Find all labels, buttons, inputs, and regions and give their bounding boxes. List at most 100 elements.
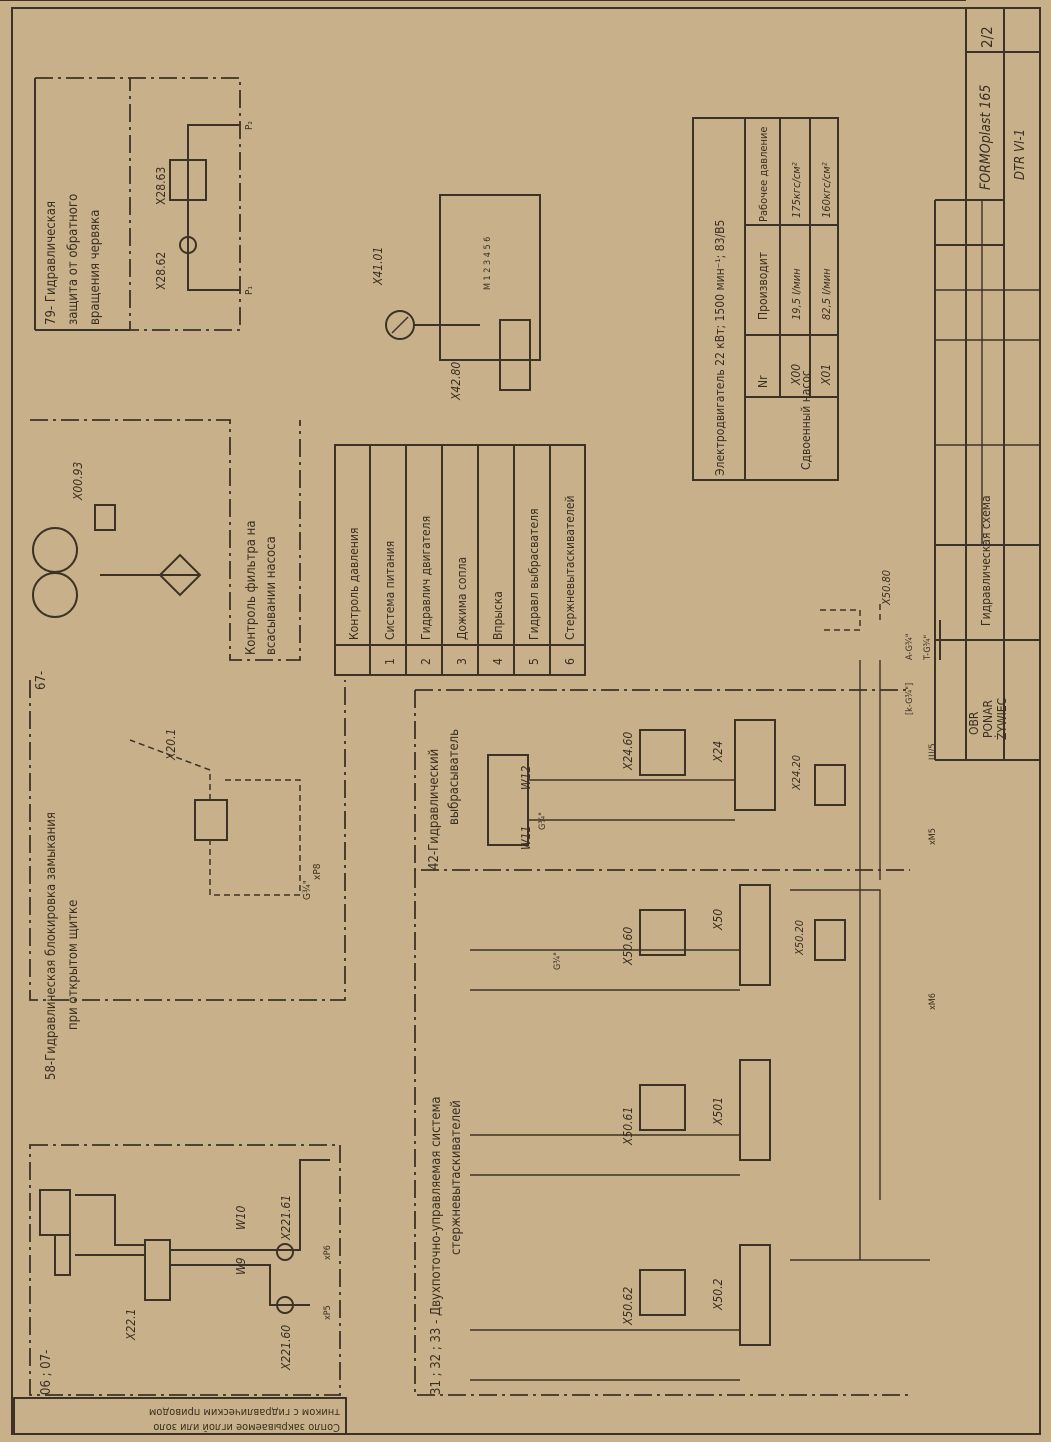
pump-name: Сдвоенный насос <box>799 370 813 470</box>
row-number: 6 <box>563 658 577 665</box>
component-label: X50.60 <box>621 927 635 966</box>
sheet-number: 2/2 <box>978 26 996 48</box>
section-caption: всасывании насоса <box>264 536 279 655</box>
row-label: Стержневытаскивателей <box>563 496 577 641</box>
port-label: G¾" <box>538 812 548 830</box>
pump-icon <box>32 527 78 573</box>
section-title: при открытом щитке <box>66 900 81 1030</box>
section-06-07-nozzle: 06 ; 07- X22.1 W9 W10 X221.60 X221.61 xP… <box>29 1144 341 1396</box>
port-label: M 1 2 3 4 5 6 <box>483 237 493 290</box>
pump-pressure: 160кгс/см² <box>820 162 833 218</box>
section-67-filter-control: X00.93 Контроль фильтра на всасывании на… <box>30 419 301 690</box>
pressure-switch-icon <box>94 504 116 531</box>
section-58-closing-interlock: 58-Гидравлическая блокировка замыкания п… <box>29 680 346 1080</box>
manufacturer-line: OBR <box>967 711 981 735</box>
section-title: 67- <box>34 671 49 690</box>
component-label: X24.20 <box>790 755 803 791</box>
port-label: xP5 <box>323 1305 333 1320</box>
caption-line: Сопло закрываемое иглой или золо <box>153 1421 340 1434</box>
pump-table: Электродвигатель 22 кВт; 1500 мин⁻¹; 83/… <box>692 117 839 481</box>
header-pressure: Рабочее давление <box>757 126 770 222</box>
section-title: вращения червяка <box>88 210 103 325</box>
section-title: защита от обратного <box>66 194 81 325</box>
component-label: X24 <box>711 741 725 763</box>
section-title: 42-Гидравлический <box>427 749 442 870</box>
component-label: X24.60 <box>621 732 635 771</box>
row-label: Гидравл выбрасвателя <box>527 509 541 640</box>
pressure-control-table: Контроль давления 1 Система питания 2 Ги… <box>334 444 586 676</box>
port-label: Ш/5 <box>928 743 938 760</box>
pressure-gauge-selector: X41.01 X42.80 M 1 2 3 4 5 6 <box>371 194 541 401</box>
port-label: xM5 <box>928 828 938 845</box>
header-nr: Nr <box>756 375 770 388</box>
pump-nr: X00 <box>789 364 803 386</box>
port-label: P₂ <box>244 121 255 130</box>
component-label: X20.1 <box>164 729 178 761</box>
component-label: X50.80 <box>880 570 893 606</box>
section-title: 79- Гидравлическая <box>44 201 59 325</box>
port-label: G¾" <box>553 952 563 970</box>
header-flow: Производит <box>756 252 770 320</box>
port-label: T-G¾" <box>923 635 933 661</box>
ejector-cylinder-icon <box>487 754 529 846</box>
drawing-name: Гидравлическая схема <box>979 495 993 626</box>
pressure-valve-icon <box>814 764 846 806</box>
component-label: X50.62 <box>621 1287 635 1326</box>
component-label: W9 <box>234 1257 248 1275</box>
component-label: X221.60 <box>279 1325 293 1371</box>
return-line-block: X50.80 A-G¾" T-G¾" [k-G¾"] <box>820 570 941 715</box>
section-title: стержневытаскивателей <box>449 1100 464 1255</box>
sheet-border <box>11 7 1041 1435</box>
title-block: 2/2 FORMOplast 165 DTR VI-1 Гидравлическ… <box>0 0 1040 761</box>
row-number: 5 <box>527 658 541 665</box>
pump-pressure: 175кгс/см² <box>790 162 803 218</box>
component-label: X50.61 <box>621 1107 635 1146</box>
port-label: A-G¾" <box>905 634 915 660</box>
row-number: 3 <box>455 658 469 665</box>
component-label: X501 <box>711 1097 725 1126</box>
section-42-ejector: 42-Гидравлический выбрасыватель W11 W12 … <box>414 689 938 871</box>
component-label: X50.2 <box>711 1278 725 1311</box>
section-title: 58-Гидравлическая блокировка замыкания <box>44 812 59 1080</box>
section-79-reverse-rotation-protection: 79- Гидравлическая защита от обратного в… <box>34 77 255 331</box>
component-label: X221.61 <box>279 1195 293 1241</box>
pump-flow: 82,5 l/мин <box>820 268 833 320</box>
manufacturer-line: PONAR <box>981 700 995 738</box>
pump-nr: X01 <box>819 364 833 386</box>
row-label: Впрыска <box>491 591 505 640</box>
row-number: 4 <box>491 658 505 665</box>
pump-flow: 19,5 l/мин <box>790 268 803 320</box>
component-label: X50 <box>711 909 725 931</box>
component-label: X00.93 <box>71 462 85 501</box>
directional-valve-icon <box>144 1239 171 1301</box>
component-label: X22.1 <box>124 1309 138 1341</box>
check-valve-icon <box>179 236 197 254</box>
footer-caption: Сопло закрываемое иглой или золо тником … <box>13 1397 347 1435</box>
component-label: X42.80 <box>449 362 463 401</box>
port-label: xM6 <box>928 993 938 1010</box>
machine-name: FORMOplast 165 <box>978 85 994 190</box>
component-label: X28.62 <box>154 252 168 290</box>
motor-spec: Электродвигатель 22 кВт; 1500 мин⁻¹; 83/… <box>713 220 727 476</box>
caption-line: тником с гидравлическим приводом <box>149 1406 340 1419</box>
component-label: X41.01 <box>371 247 385 286</box>
pressure-table-header: Контроль давления <box>347 528 361 640</box>
port-label: P₁ <box>244 286 255 295</box>
section-title: 06 ; 07- <box>39 1350 54 1395</box>
flow-valve-icon <box>639 729 686 776</box>
component-label: X50.20 <box>793 920 806 956</box>
component-label: W12 <box>519 765 533 790</box>
section-title: выбрасыватель <box>447 729 462 825</box>
section-title: 31 ; 32 ; 33 - Двухпоточно-управляемая с… <box>429 1096 444 1395</box>
row-number: 2 <box>419 658 433 665</box>
cylinder-icon <box>39 1189 71 1236</box>
component-label: W11 <box>519 826 533 850</box>
port-label: xP6 <box>323 1245 333 1260</box>
throttle-valve-icon <box>169 159 207 201</box>
row-label: Система питания <box>383 541 397 640</box>
row-label: Дожима сопла <box>455 557 469 640</box>
directional-valve-icon <box>734 719 776 811</box>
row-number: 1 <box>383 658 397 665</box>
